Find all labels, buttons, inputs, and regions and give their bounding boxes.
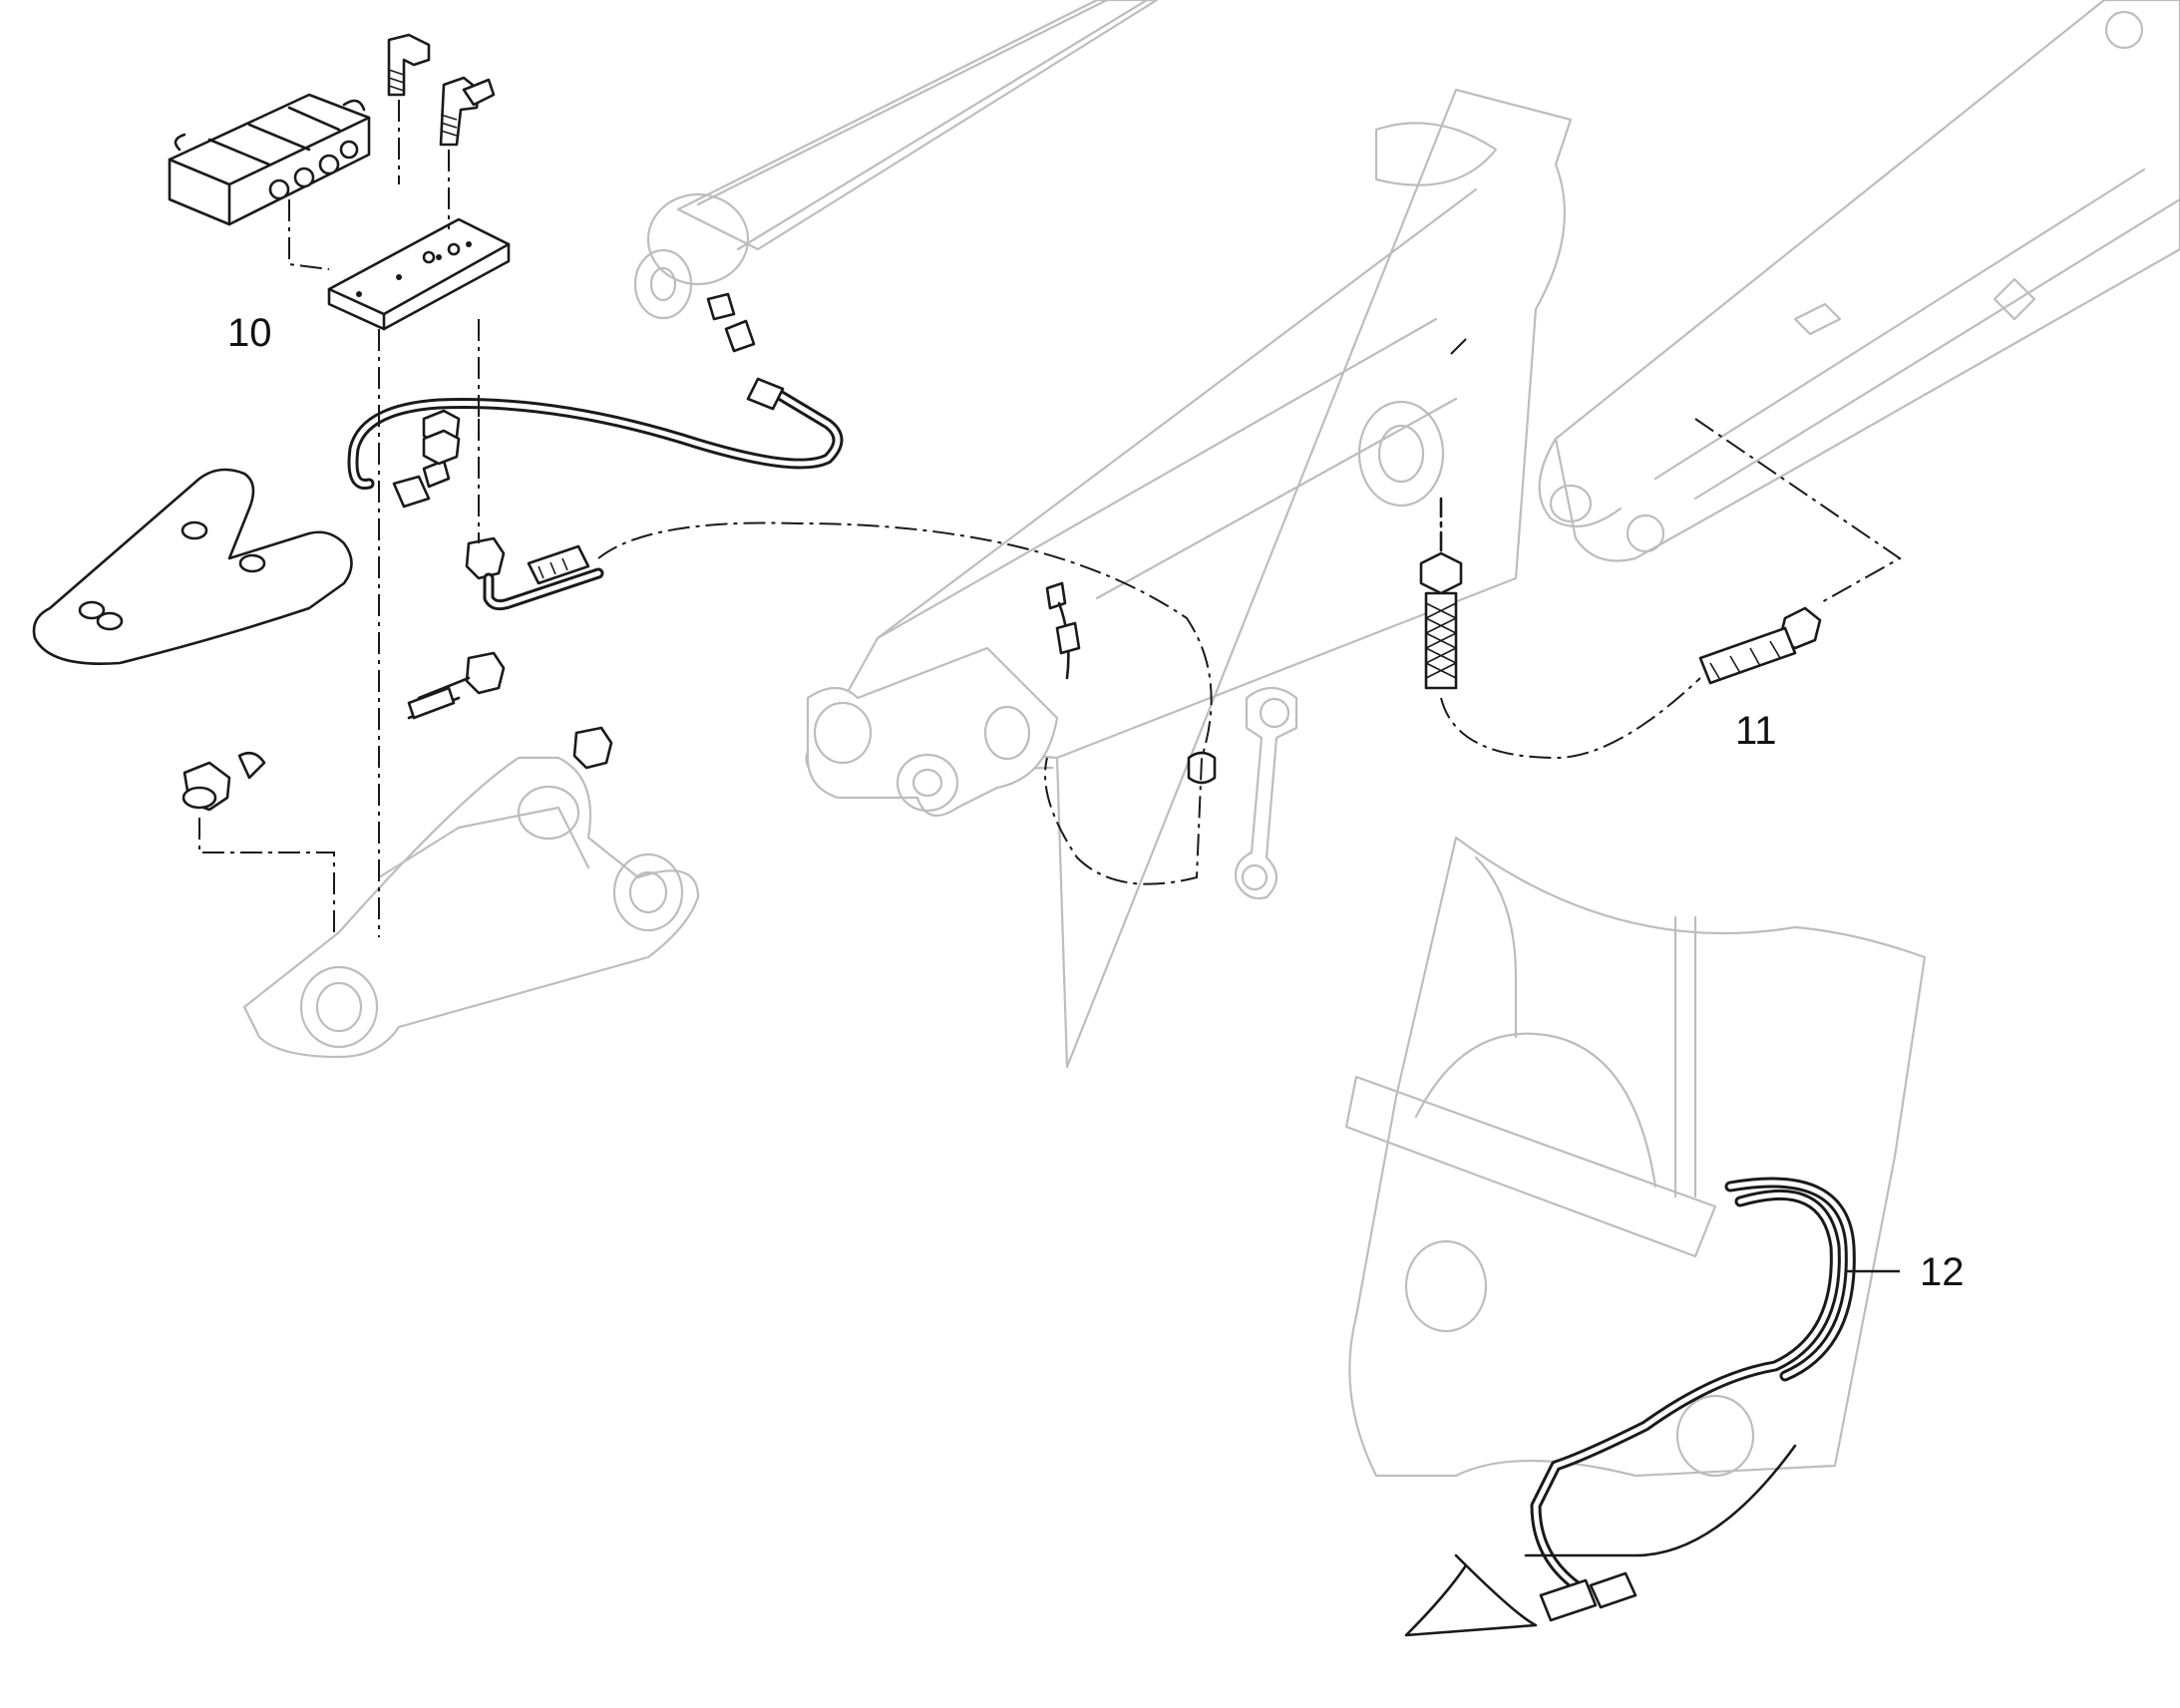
frame-mount-ghost [242, 756, 700, 1059]
hose-routing-item-12 [1404, 1177, 1856, 1637]
swivel-fittings [182, 651, 613, 812]
cylinder-ghost [633, 0, 1159, 320]
hex-nuts [422, 409, 461, 466]
valve-block [168, 93, 371, 226]
grease-line-item-11 [1419, 497, 1822, 690]
assembly-lines [198, 100, 1902, 937]
lower-frame-ghost [1344, 836, 1927, 1478]
hose-fitting-lower [465, 536, 604, 611]
callout-label-12: 12 [1920, 1250, 1965, 1294]
callout-label-11: 11 [1735, 709, 1777, 753]
hose-clamp [1045, 581, 1217, 785]
callout-label-10: 10 [227, 311, 272, 355]
hose-assembly-upper [347, 292, 844, 509]
dipper-arm-ghost [1538, 0, 2180, 562]
shim-plate [32, 468, 353, 665]
boom-foot-ghost [806, 646, 1059, 818]
linkage-ghost [1234, 686, 1298, 900]
boom-arm-ghost [805, 88, 1573, 1069]
mounting-plate [327, 217, 511, 331]
elbow-fittings-top [387, 33, 496, 147]
